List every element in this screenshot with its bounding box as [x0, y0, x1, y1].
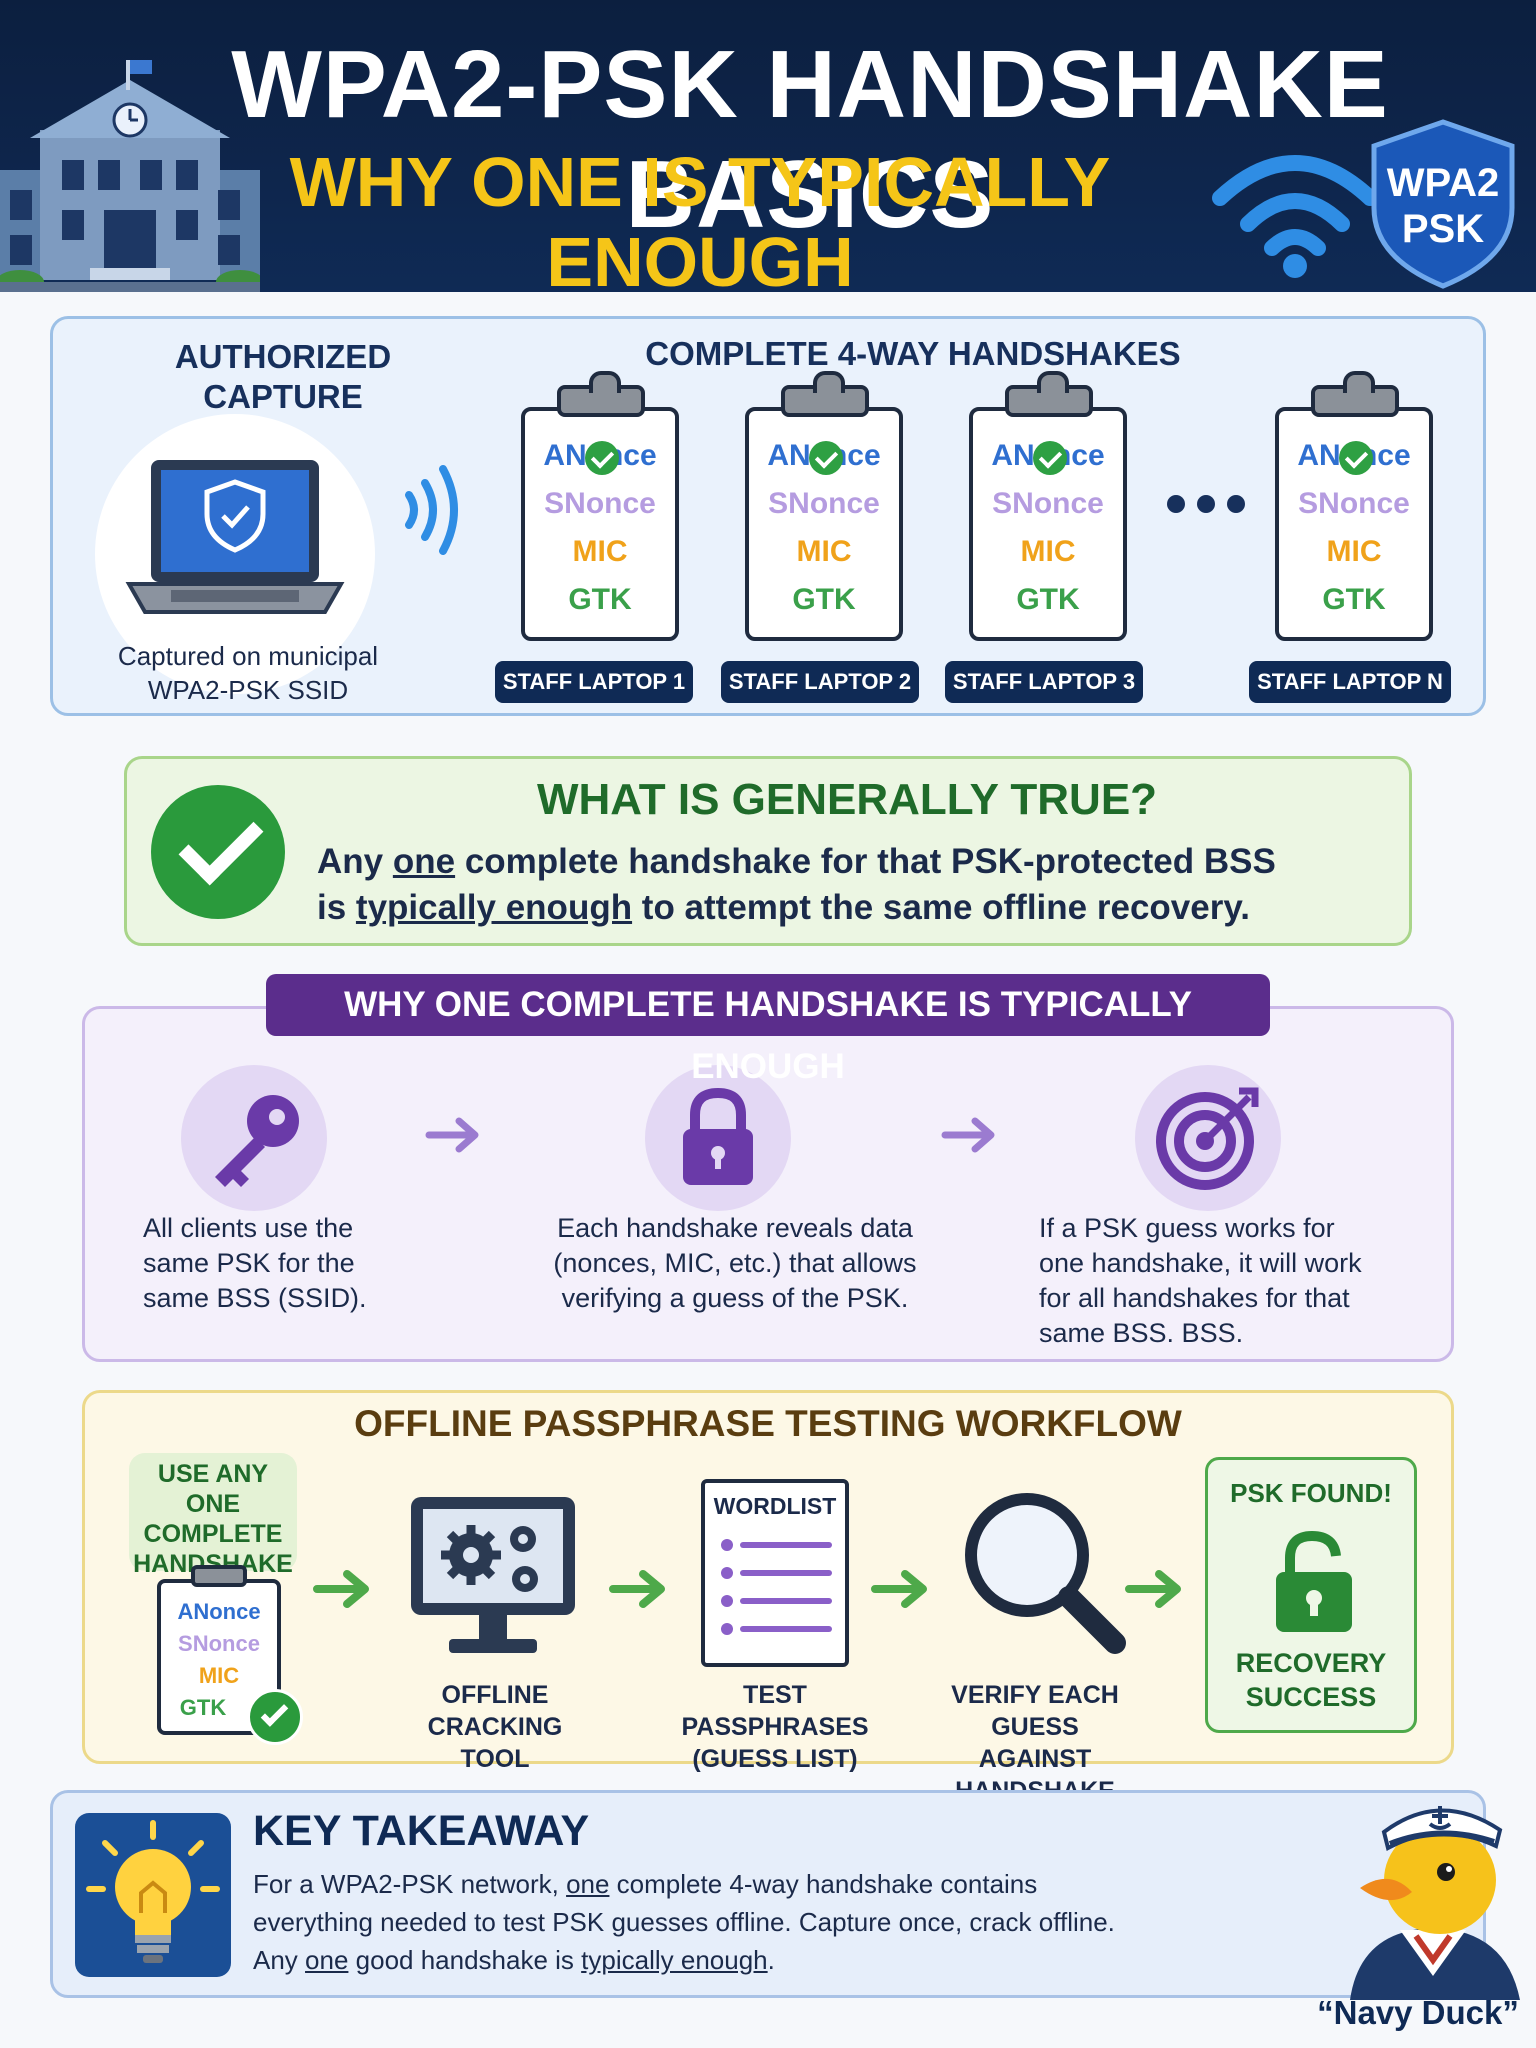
lightbulb-icon — [75, 1813, 231, 1977]
target-icon — [1156, 1087, 1259, 1190]
shield-badge-text: WPA2 PSK — [1386, 161, 1500, 251]
field-gtk: GTK — [1016, 583, 1080, 616]
signal-waves-icon — [405, 465, 458, 555]
target-icon-circle — [1135, 1065, 1281, 1211]
page-title: WPA2-PSK HANDSHAKE BASICS — [231, 31, 1389, 248]
laptop-label: STAFF LAPTOP 3 — [945, 661, 1143, 703]
generally-true-heading: WHAT IS GENERALLY TRUE? — [536, 775, 1158, 824]
check-circle-icon — [151, 785, 285, 919]
ellipsis-icon — [1167, 495, 1245, 513]
arrow-right-icon — [609, 1570, 665, 1608]
handshakes-title: COMPLETE 4-WAY HANDSHAKES — [645, 335, 1181, 372]
wordlist-title: WORDLIST — [713, 1493, 837, 1519]
check-icon — [585, 441, 619, 475]
mascot-name: “Navy Duck” — [1317, 1994, 1519, 2031]
generally-true-text: Any one complete handshake for that PSK-… — [317, 842, 1276, 927]
field-mic: MIC — [796, 535, 852, 568]
handshake-clipboard: ANonce SNonce MIC GTK — [1275, 371, 1433, 641]
key-takeaway-panel: KEY TAKEAWAY For a WPA2-PSK network, one… — [50, 1790, 1486, 1998]
header-banner: WPA2-PSK HANDSHAKE BASICS WHY ONE IS TYP… — [0, 0, 1536, 292]
page-subtitle: WHY ONE IS TYPICALLY ENOUGH — [289, 143, 1111, 292]
step-reveals-data-text: Each handshake reveals data(nonces, MIC,… — [553, 1213, 917, 1313]
check-circle-icon — [247, 1689, 303, 1745]
field-snonce: SNonce — [768, 487, 880, 520]
mini-field-snonce: SNonce — [178, 1631, 260, 1656]
shield-badge-icon — [1371, 119, 1515, 289]
arrow-right-icon — [313, 1570, 369, 1608]
test-passphrases-label: TEST PASSPHRASES(GUESS LIST) — [681, 1681, 869, 1773]
field-mic: MIC — [572, 535, 628, 568]
handshake-clipboard: ANonce SNonce MIC GTK — [745, 371, 903, 641]
workflow-panel: OFFLINE PASSPHRASE TESTING WORKFLOW USE … — [82, 1390, 1454, 1805]
key-icon — [215, 1095, 299, 1187]
field-gtk: GTK — [792, 583, 856, 616]
laptop-icon — [125, 460, 345, 614]
navy-duck-mascot-icon — [1350, 1806, 1520, 2000]
mini-field-mic: MIC — [198, 1663, 240, 1688]
wifi-icon — [1212, 155, 1378, 278]
lock-icon — [683, 1087, 753, 1185]
arrow-right-icon — [941, 1117, 995, 1153]
school-building-icon — [0, 60, 260, 292]
mini-field-anonce: ANonce — [177, 1599, 261, 1624]
wordlist-document: WORDLIST — [701, 1479, 849, 1667]
key-takeaway-heading: KEY TAKEAWAY — [253, 1807, 590, 1855]
computer-gears-icon — [411, 1497, 575, 1653]
check-icon — [809, 441, 843, 475]
laptop-label: STAFF LAPTOP 2 — [721, 661, 919, 703]
laptop-label: STAFF LAPTOP 1 — [495, 661, 693, 703]
arrow-right-icon — [425, 1117, 479, 1153]
why-banner: WHY ONE COMPLETE HANDSHAKE IS TYPICALLY … — [266, 974, 1270, 1086]
key-takeaway-text: For a WPA2-PSK network, one complete 4-w… — [253, 1869, 1115, 1975]
field-snonce: SNonce — [544, 487, 656, 520]
field-gtk: GTK — [1322, 583, 1386, 616]
field-snonce: SNonce — [1298, 487, 1410, 520]
list-lines-icon — [721, 1539, 832, 1635]
laptop-circle — [95, 414, 375, 694]
capture-caption: Captured on municipal WPA2-PSK SSID — [117, 641, 379, 705]
check-icon — [1339, 441, 1373, 475]
magnifier-icon — [965, 1493, 1126, 1654]
authorized-capture-title: AUTHORIZED CAPTURE — [174, 338, 392, 415]
workflow-heading: OFFLINE PASSPHRASE TESTING WORKFLOW — [354, 1403, 1182, 1444]
field-mic: MIC — [1326, 535, 1382, 568]
laptop-label: STAFF LAPTOP N — [1249, 661, 1451, 703]
handshake-clipboard: ANonce SNonce MIC GTK — [969, 371, 1127, 641]
key-icon-circle — [181, 1065, 327, 1211]
generally-true-panel: WHAT IS GENERALLY TRUE? Any one complete… — [124, 756, 1412, 946]
psk-found-title: PSK FOUND! — [1230, 1478, 1392, 1508]
unlocked-padlock-icon — [1276, 1530, 1352, 1632]
mini-field-gtk: GTK — [179, 1695, 227, 1720]
arrow-right-icon — [871, 1570, 927, 1608]
field-gtk: GTK — [568, 583, 632, 616]
field-mic: MIC — [1020, 535, 1076, 568]
check-icon — [1033, 441, 1067, 475]
field-snonce: SNonce — [992, 487, 1104, 520]
capture-panel: AUTHORIZED CAPTURE Captured on municipal… — [50, 316, 1486, 716]
arrow-right-icon — [1125, 1570, 1181, 1608]
handshake-clipboard: ANonce SNonce MIC GTK — [521, 371, 679, 641]
lock-icon-circle — [645, 1065, 791, 1211]
